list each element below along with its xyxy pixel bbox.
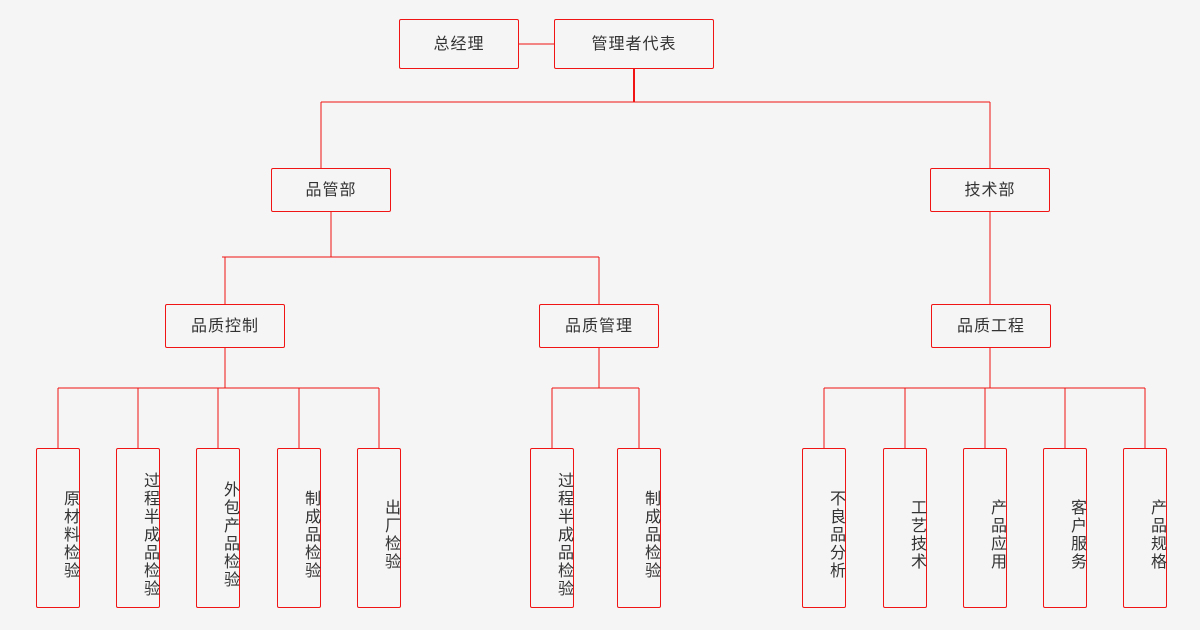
node-product-application[interactable]: 产品应用 xyxy=(963,448,1007,608)
node-wip-inspection-qc[interactable]: 过程半成品检验 xyxy=(116,448,160,608)
node-process-technology[interactable]: 工艺技术 xyxy=(883,448,927,608)
node-management-representative[interactable]: 管理者代表 xyxy=(554,19,714,69)
node-defect-analysis[interactable]: 不良品分析 xyxy=(802,448,846,608)
node-finished-product-inspection-qc[interactable]: 制成品检验 xyxy=(277,448,321,608)
node-outgoing-inspection[interactable]: 出厂检验 xyxy=(357,448,401,608)
node-wip-inspection-qm[interactable]: 过程半成品检验 xyxy=(530,448,574,608)
node-quality-management[interactable]: 品质管理 xyxy=(539,304,659,348)
node-customer-service[interactable]: 客户服务 xyxy=(1043,448,1087,608)
node-general-manager[interactable]: 总经理 xyxy=(399,19,519,69)
node-technical-department[interactable]: 技术部 xyxy=(930,168,1050,212)
node-quality-engineering[interactable]: 品质工程 xyxy=(931,304,1051,348)
node-outsourced-product-inspection[interactable]: 外包产品检验 xyxy=(196,448,240,608)
node-quality-control[interactable]: 品质控制 xyxy=(165,304,285,348)
node-product-specification[interactable]: 产品规格 xyxy=(1123,448,1167,608)
node-finished-product-inspection-qm[interactable]: 制成品检验 xyxy=(617,448,661,608)
node-quality-department[interactable]: 品管部 xyxy=(271,168,391,212)
node-raw-material-inspection[interactable]: 原材料检验 xyxy=(36,448,80,608)
